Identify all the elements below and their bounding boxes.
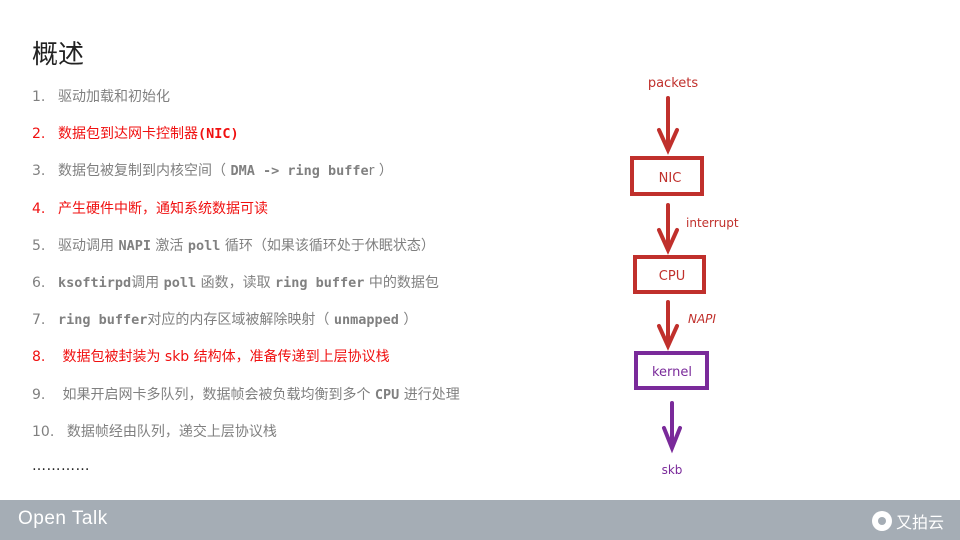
code-term: ring buffer [275, 274, 365, 291]
text-segment: 调用 [131, 274, 164, 291]
list-item: 5. 驱动调用 NAPI 激活 poll 循环（如果该循环处于休眠状态） [32, 235, 460, 272]
text-segment: 进行处理 [399, 386, 460, 403]
list-item: 10. 数据帧经由队列，递交上层协议栈 [32, 421, 460, 458]
item-text: 数据包被封装为 skb 结构体，准备传递到上层协议栈 [58, 346, 390, 383]
item-number: 1. [32, 89, 46, 105]
nic-box [630, 156, 704, 196]
code-term: (NIC) [198, 126, 239, 143]
item-text: 数据包被复制到内核空间（ DMA -> ring buffer ） [58, 160, 393, 197]
text-segment: r ） [368, 163, 393, 180]
text-segment: 产生硬件中断，通知系统数据可读 [58, 200, 268, 217]
item-text: 数据帧经由队列，递交上层协议栈 [58, 421, 277, 458]
item-text: ring buffer对应的内存区域被解除映射（ unmapped ） [58, 309, 417, 346]
text-segment: 循环（如果该循环处于休眠状态） [220, 237, 435, 254]
steps-list: 1. 驱动加载和初始化 2. 数据包到达网卡控制器(NIC) 3. 数据包被复制到内核空间… [32, 86, 460, 458]
code-term: DMA -> ring buffe [230, 163, 369, 180]
text-segment: ） [398, 312, 418, 329]
code-term: poll [163, 274, 197, 291]
item-number: 5. [32, 237, 46, 254]
text-segment: 激活 [150, 237, 188, 254]
item-number: 8. [32, 349, 46, 366]
item-number: 6. [32, 274, 46, 291]
item-text: 产生硬件中断，通知系统数据可读 [58, 198, 268, 235]
text-segment: 数据包到达网卡控制器 [58, 126, 198, 143]
list-item: 2. 数据包到达网卡控制器(NIC) [32, 123, 460, 160]
item-text: 如果开启网卡多队列，数据帧会被负载均衡到多个 CPU 进行处理 [58, 384, 460, 421]
label-cpu: CPU [659, 269, 685, 284]
label-interrupt: interrupt [686, 216, 739, 230]
arrow-down-icon [657, 96, 679, 155]
text-segment: 对应的内存区域被解除映射（ [147, 312, 334, 329]
list-item: 4. 产生硬件中断，通知系统数据可读 [32, 198, 460, 235]
list-item: 6. ksoftirpd调用 poll 函数，读取 ring buffer 中的数… [32, 272, 460, 309]
label-napi: NAPI [688, 312, 716, 326]
item-number: 10. [32, 423, 55, 440]
list-item: 9. 如果开启网卡多队列，数据帧会被负载均衡到多个 CPU 进行处理 [32, 384, 460, 421]
brand-open-talk: Open Talk [18, 508, 108, 529]
code-term: poll [187, 237, 221, 254]
text-segment: 数据包被复制到内核空间（ [58, 163, 231, 180]
logo-text: 又拍云 [895, 513, 944, 532]
text-segment: 数据包被封装为 skb 结构体，准备传递到上层协议栈 [58, 349, 390, 366]
label-packets: packets [648, 76, 699, 91]
list-item: 3. 数据包被复制到内核空间（ DMA -> ring buffer ） [32, 160, 460, 197]
text-segment: 如果开启网卡多队列，数据帧会被负载均衡到多个 [58, 386, 375, 403]
code-term: NAPI [118, 237, 151, 254]
item-text: 驱动调用 NAPI 激活 poll 循环（如果该循环处于休眠状态） [58, 235, 435, 272]
text-segment: 中的数据包 [364, 274, 439, 291]
arrow-down-icon [662, 401, 682, 454]
list-item: 7. ring buffer对应的内存区域被解除映射（ unmapped ） [32, 309, 460, 346]
footer-bar: Open Talk 又拍云 [0, 500, 960, 540]
ellipsis: ………… [32, 458, 90, 474]
item-number: 4. [32, 200, 46, 217]
label-skb: skb [662, 463, 683, 477]
text-segment: 驱动加载和初始化 [58, 89, 170, 105]
kernel-box [634, 351, 709, 390]
code-term: CPU [374, 386, 400, 403]
code-term: ksoftirpd [58, 274, 132, 291]
upyun-logo: 又拍云 [871, 509, 944, 533]
item-number: 7. [32, 312, 46, 329]
arrow-down-icon [657, 203, 679, 255]
arrow-down-icon [657, 300, 679, 351]
code-term: ring buffer [58, 312, 148, 329]
item-text: ksoftirpd调用 poll 函数，读取 ring buffer 中的数据包 [58, 272, 439, 309]
upyun-logo-icon [871, 511, 892, 531]
list-item: 8. 数据包被封装为 skb 结构体，准备传递到上层协议栈 [32, 346, 460, 383]
code-term: unmapped [333, 312, 399, 329]
item-number: 3. [32, 163, 46, 180]
text-segment: 驱动调用 [58, 237, 119, 254]
packet-flow-diagram: packets NIC interrupt CPU NAPI kernel sk… [630, 76, 739, 477]
slide-title: 概述 [32, 40, 85, 70]
text-segment: 函数，读取 [196, 274, 276, 291]
label-kernel: kernel [652, 365, 692, 380]
item-number: 9. [32, 386, 46, 403]
cpu-box [633, 255, 706, 294]
item-number: 2. [32, 126, 46, 143]
label-nic: NIC [659, 171, 682, 186]
item-text: 驱动加载和初始化 [58, 86, 170, 123]
item-text: 数据包到达网卡控制器(NIC) [58, 123, 239, 160]
text-segment: 数据帧经由队列，递交上层协议栈 [58, 423, 277, 440]
list-item: 1. 驱动加载和初始化 [32, 86, 460, 123]
